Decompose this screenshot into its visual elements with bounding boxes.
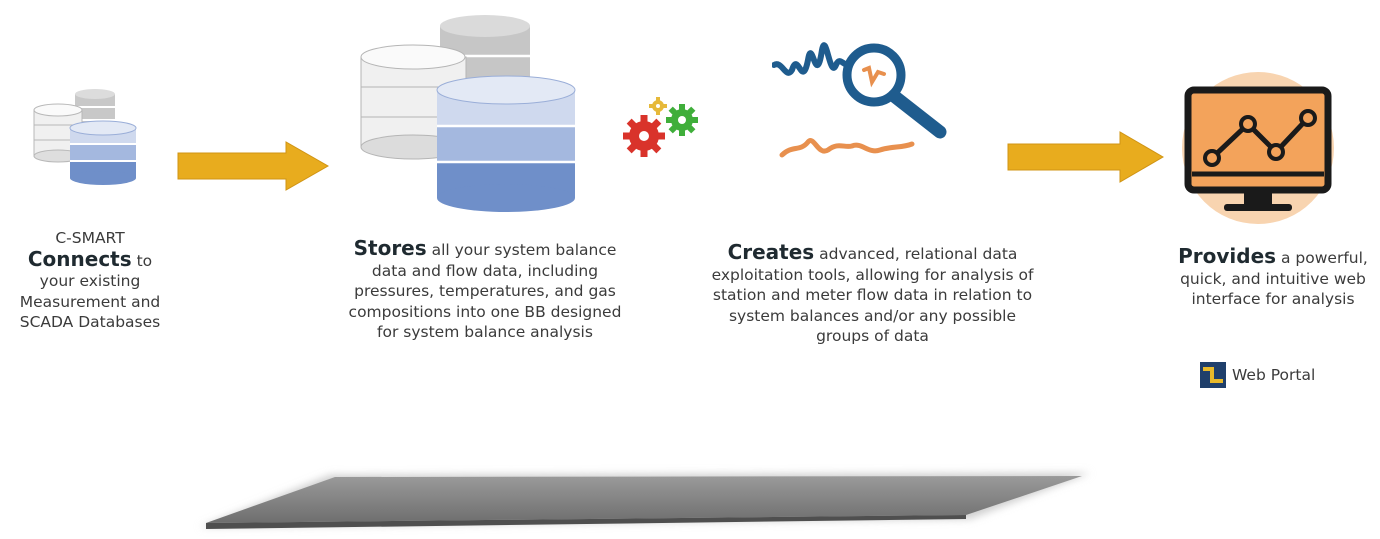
platform-slab <box>200 473 1090 529</box>
caption-body: a powerful, quick, and intuitive web int… <box>1180 249 1368 308</box>
stores-caption: Stores all your system balance data and … <box>345 238 625 343</box>
flow-arrow-1 <box>177 141 330 191</box>
gears-icon <box>623 97 698 157</box>
web-portal-link[interactable]: Web Portal <box>1200 362 1315 388</box>
small-database-stack-icon <box>33 89 137 185</box>
caption-body: to your existing Measurement and SCADA D… <box>19 251 161 332</box>
caption-body: all your system balance data and flow da… <box>348 241 622 341</box>
monitor-line-chart-icon <box>1182 72 1334 224</box>
web-portal-label: Web Portal <box>1232 366 1316 384</box>
caption-keyword: Provides <box>1178 244 1277 268</box>
provides-caption: Provides a powerful, quick, and intuitiv… <box>1168 246 1378 310</box>
caption-keyword: Connects <box>27 246 132 271</box>
flow-arrow-2 <box>1007 131 1164 183</box>
large-database-stack-icon <box>360 15 576 212</box>
data-analysis-magnifier-icon <box>772 42 947 158</box>
creates-caption: Creates advanced, relational data exploi… <box>700 242 1045 347</box>
caption-body: advanced, relational data exploitation t… <box>711 245 1034 345</box>
web-portal-logo-icon <box>1200 362 1226 388</box>
caption-keyword: Stores <box>353 236 427 260</box>
connects-caption: C-SMART Connects to your existing Measur… <box>10 228 170 333</box>
caption-prefix: C-SMART <box>55 229 125 247</box>
caption-keyword: Creates <box>727 240 815 264</box>
